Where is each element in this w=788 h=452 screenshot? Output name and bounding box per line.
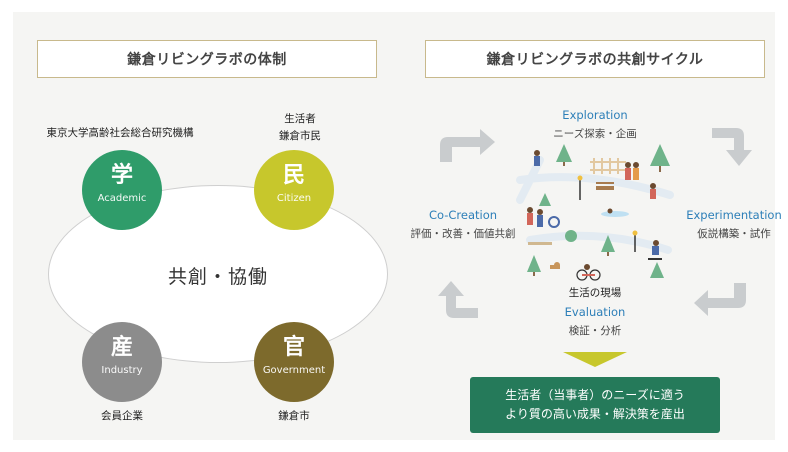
exploration-sub: ニーズ探索・企画	[553, 128, 637, 140]
cycle-header-label: 鎌倉リビングラボの共創サイクル	[486, 52, 704, 68]
cocreation-sub: 評価・改善・価値共創	[410, 228, 516, 240]
industry-kanji: 産	[110, 335, 133, 360]
evaluation-title: Evaluation	[564, 305, 626, 319]
industry-caption: 会員企業	[101, 410, 143, 422]
government-caption: 鎌倉市	[278, 410, 310, 422]
arrow-bottom-left-icon	[438, 281, 478, 318]
arrow-bottom-right-icon	[694, 283, 746, 316]
academic-caption: 東京大学高齢社会総合研究機構	[46, 127, 194, 139]
citizen-kanji: 民	[282, 163, 305, 188]
experimentation-sub: 仮説構築・試作	[697, 228, 771, 240]
collaboration-label: 共創・協働	[167, 266, 268, 288]
result-line-2: より質の高い成果・解決策を産出	[505, 407, 685, 421]
cycle-header: 鎌倉リビングラボの共創サイクル	[425, 40, 765, 78]
academic-english: Academic	[97, 193, 147, 204]
daily-life-label: 生活の現場	[568, 287, 622, 299]
structure-header: 鎌倉リビングラボの体制	[37, 40, 377, 78]
structure-header-label: 鎌倉リビングラボの体制	[127, 52, 287, 68]
government-node: 官 Government	[254, 322, 334, 402]
government-english: Government	[262, 365, 326, 376]
down-arrow-icon	[563, 352, 627, 367]
cocreation-title: Co-Creation	[428, 208, 498, 222]
result-line-1: 生活者（当事者）のニーズに適う	[505, 388, 685, 402]
citizen-caption-2: 鎌倉市民	[279, 130, 321, 142]
industry-node: 産 Industry	[82, 322, 162, 402]
arrow-top-left-icon	[440, 129, 495, 162]
result-box: 生活者（当事者）のニーズに適う より質の高い成果・解決策を産出	[470, 377, 720, 433]
daily-life-illustration	[516, 144, 674, 281]
arrow-top-right-icon	[712, 128, 752, 166]
academic-kanji: 学	[110, 163, 133, 188]
government-kanji: 官	[282, 335, 305, 360]
citizen-caption-1: 生活者	[284, 113, 316, 125]
industry-english: Industry	[101, 365, 143, 376]
citizen-english: Citizen	[276, 193, 312, 204]
experimentation-title: Experimentation	[686, 208, 782, 222]
citizen-node: 民 Citizen	[254, 150, 334, 230]
evaluation-sub: 検証・分析	[568, 325, 622, 337]
academic-node: 学 Academic	[82, 150, 162, 230]
exploration-title: Exploration	[562, 108, 628, 122]
